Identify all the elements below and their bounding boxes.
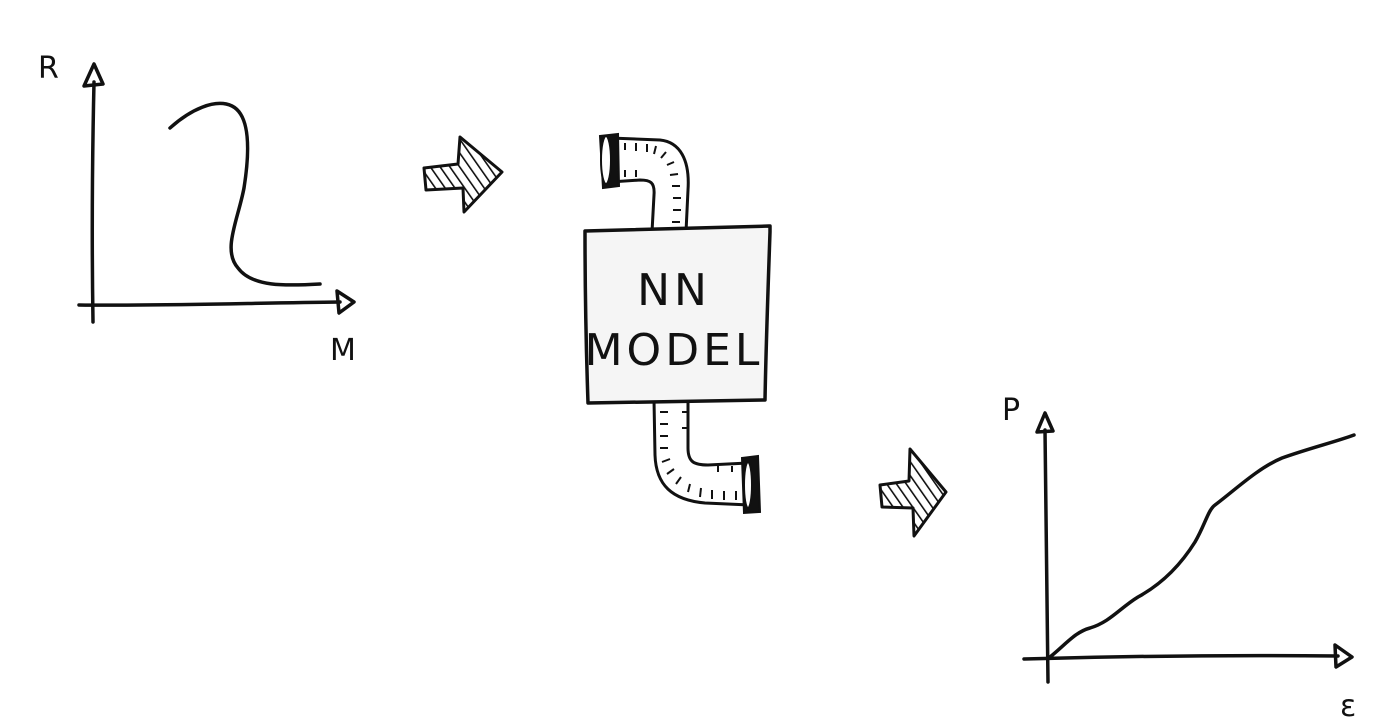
input-plot-x-axis <box>77 300 342 307</box>
model-label-line2: MODEL <box>585 325 764 376</box>
input-plot-y-arrowhead <box>82 62 105 88</box>
input-plot: R M <box>38 51 356 368</box>
output-plot-y-arrowhead <box>1035 411 1055 434</box>
output-plot-y-axis <box>1043 428 1050 684</box>
input-plot-x-label: M <box>330 333 356 368</box>
arrow-right-icon <box>878 447 948 538</box>
nn-model-box: NN MODEL <box>583 224 772 405</box>
output-plot: P ε <box>1002 393 1356 724</box>
model-label-line1: NN <box>637 265 711 316</box>
output-plot-curve <box>1048 433 1356 659</box>
output-plot-x-label: ε <box>1340 689 1356 724</box>
input-plot-y-axis <box>90 80 96 324</box>
input-plot-curve <box>168 101 322 287</box>
pipe-icon <box>598 132 762 515</box>
input-plot-y-label: R <box>38 51 59 86</box>
output-plot-x-axis <box>1022 653 1340 661</box>
arrow-right-icon <box>422 135 504 214</box>
input-plot-x-arrowhead <box>335 289 356 315</box>
output-plot-x-arrowhead <box>1333 643 1354 669</box>
output-plot-y-label: P <box>1002 393 1020 428</box>
